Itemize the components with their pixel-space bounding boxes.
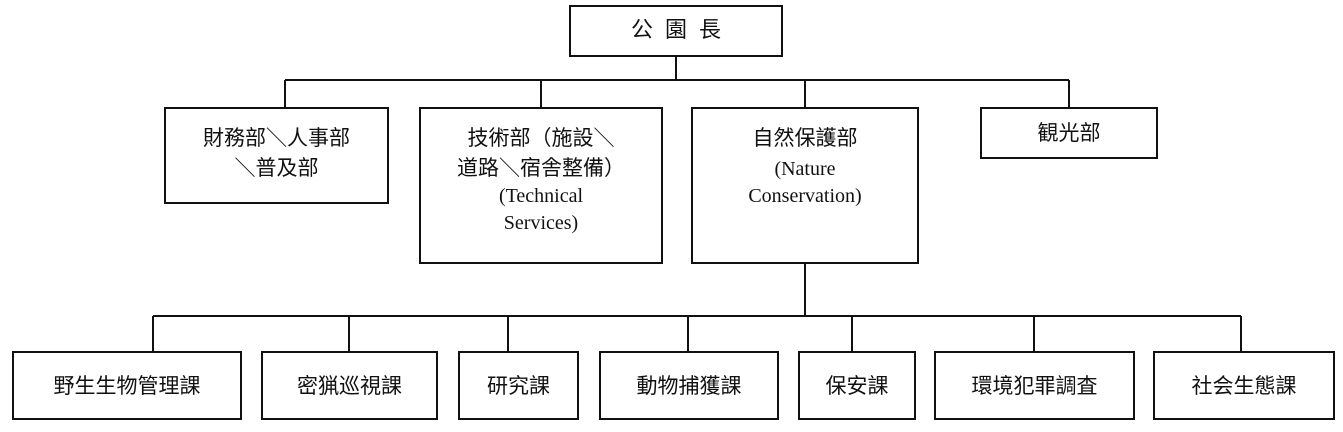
- department-technical-line-1: 技術部（施設＼: [467, 126, 615, 150]
- department-technical-en-2: Services): [503, 212, 579, 234]
- section-label: 密猟巡視課: [297, 373, 402, 398]
- section-wildlife-management-box: 野生生物管理課: [12, 351, 242, 420]
- section-environmental-crime-box: 環境犯罪調査: [934, 351, 1135, 420]
- department-nature-line-1: 自然保護部: [752, 126, 858, 150]
- section-security-box: 保安課: [798, 351, 916, 420]
- park-director-box: 公園長: [569, 5, 783, 57]
- section-label: 動物捕獲課: [636, 373, 742, 398]
- section-label: 環境犯罪調査: [971, 373, 1098, 398]
- department-technical-line-2: 道路＼宿舎整備）: [457, 156, 625, 180]
- park-director-label: 公園長: [630, 18, 733, 43]
- section-anti-poaching-box: 密猟巡視課: [261, 351, 438, 420]
- section-label: 保安課: [825, 373, 889, 398]
- department-tourism-box: 観光部: [980, 107, 1158, 159]
- department-nature-en-1: (Nature: [774, 158, 836, 180]
- department-finance-box: 財務部＼人事部 ＼普及部: [164, 107, 389, 204]
- department-tourism-label: 観光部: [1037, 121, 1101, 145]
- section-research-box: 研究課: [458, 351, 579, 420]
- section-label: 野生生物管理課: [53, 373, 201, 398]
- department-nature-box: 自然保護部 (Nature Conservation): [691, 107, 919, 264]
- department-technical-en-1: (Technical: [498, 185, 584, 207]
- section-label: 研究課: [487, 373, 550, 398]
- department-finance-line-2: ＼普及部: [234, 156, 319, 180]
- department-technical-box: 技術部（施設＼ 道路＼宿舎整備） (Technical Services): [419, 107, 663, 264]
- section-label: 社会生態課: [1191, 373, 1297, 398]
- section-animal-capture-box: 動物捕獲課: [599, 351, 779, 420]
- department-nature-en-2: Conservation): [748, 185, 862, 207]
- department-finance-line-1: 財務部＼人事部: [203, 126, 350, 150]
- section-social-ecology-box: 社会生態課: [1153, 351, 1335, 420]
